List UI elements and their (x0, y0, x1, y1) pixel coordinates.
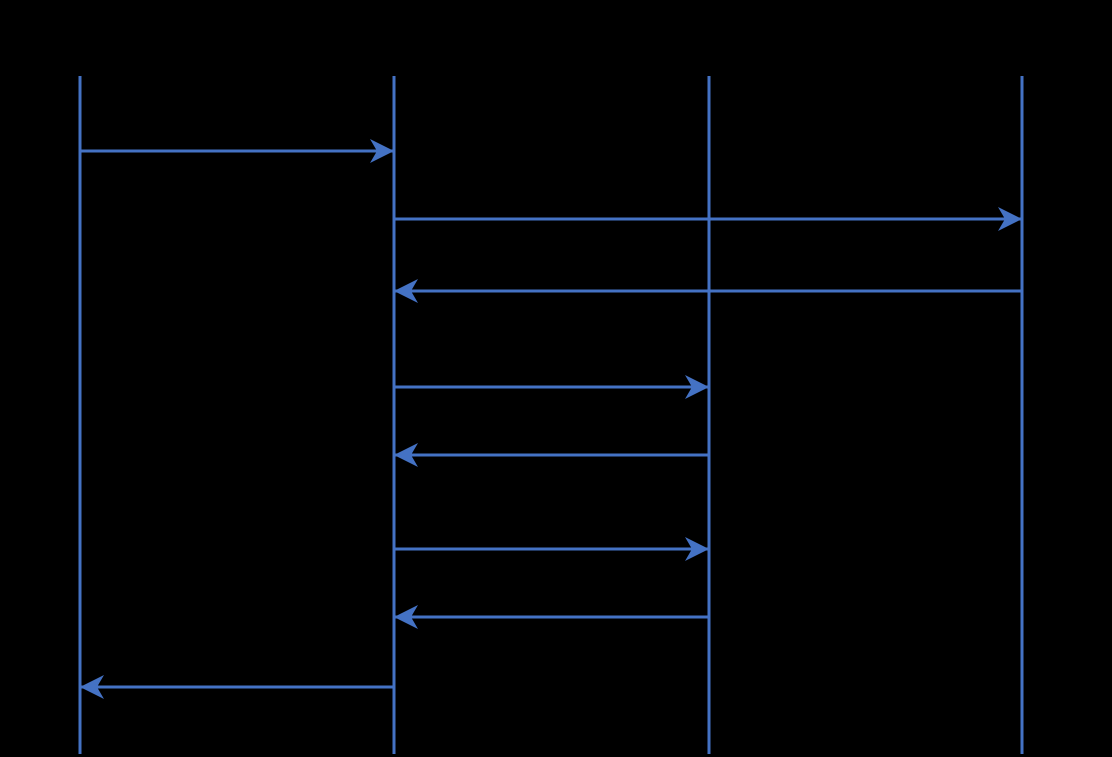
sequence-diagram-canvas (78, 76, 1024, 754)
sequence-diagram (78, 76, 1024, 754)
